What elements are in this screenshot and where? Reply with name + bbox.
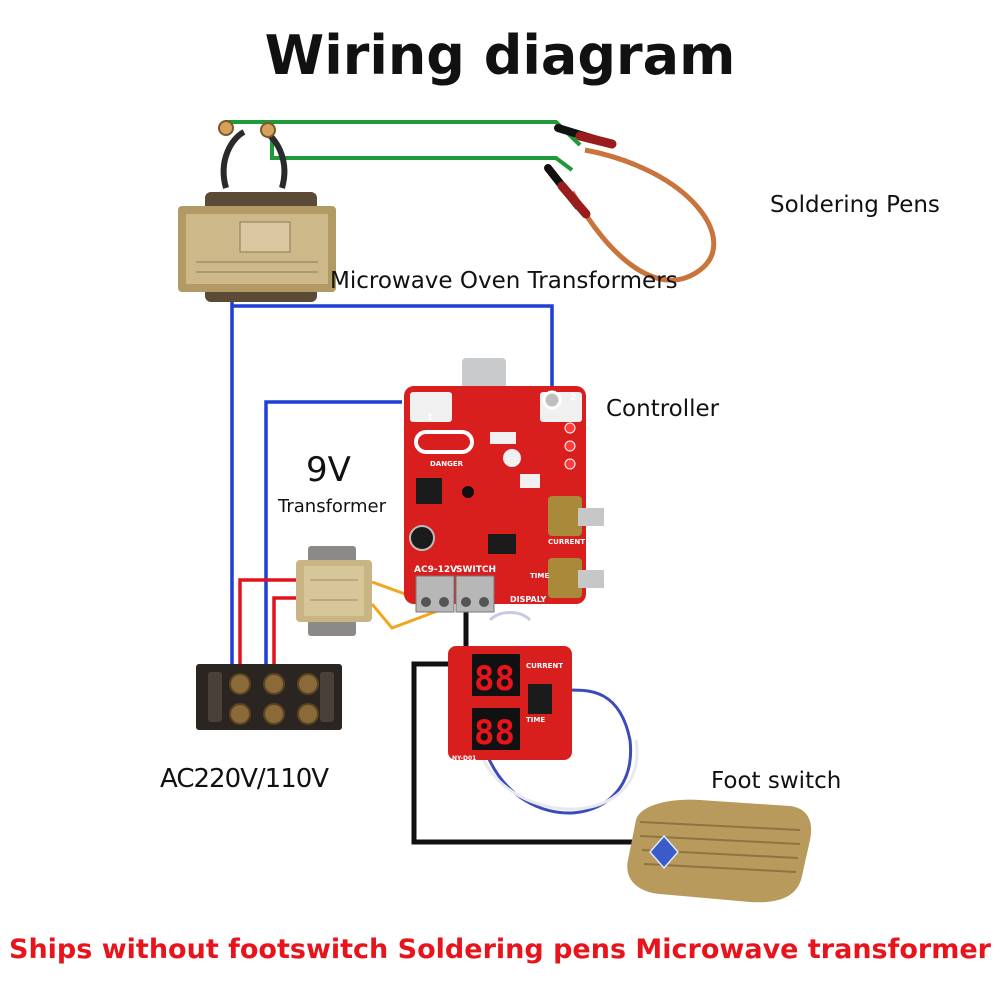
soldering-pens	[544, 124, 617, 219]
ac-supply-label: AC220V/110V	[160, 764, 329, 794]
red-wires	[238, 578, 296, 676]
board-terminal-1: 1	[427, 413, 433, 423]
shipping-note: Ships without footswitch Soldering pens …	[9, 934, 991, 965]
ac-input-label: AC9-12V	[414, 565, 457, 575]
nine-volt-transformer	[296, 546, 372, 636]
display-model-label: NY-D01	[452, 755, 476, 762]
display-current-label: CURRENT	[526, 662, 563, 670]
display-port-label: DISPALY	[510, 595, 547, 604]
terminal-block	[196, 664, 342, 730]
microwave-transformer	[178, 120, 336, 302]
board-danger-label: DANGER	[430, 460, 464, 468]
soldering-pens-label: Soldering Pens	[770, 192, 940, 218]
time-readout: 88	[474, 713, 515, 753]
controller-label: Controller	[606, 396, 720, 422]
current-readout: 88	[474, 659, 515, 699]
status-leds	[564, 422, 576, 470]
display-time-label: TIME	[526, 716, 545, 724]
time-knob-label: TIME	[530, 572, 549, 580]
board-terminal-2: 2	[570, 393, 576, 403]
nine-volt-transformer-label: Transformer	[278, 496, 387, 517]
current-knob-label: CURRENT	[548, 538, 585, 546]
display-board: 88 88 CURRENT TIME NY-D01	[448, 646, 572, 762]
current-knob[interactable]: CURRENT	[548, 496, 604, 546]
nine-volt-label: 9V	[306, 450, 351, 490]
switch-label: SWITCH	[456, 565, 496, 575]
pen-cable	[569, 147, 717, 283]
ribbon-cable	[478, 611, 639, 815]
foot-switch[interactable]	[627, 799, 812, 903]
controller-board: 1 2 DANGER CURRENT TIME	[404, 358, 604, 613]
time-knob[interactable]: TIME	[530, 558, 604, 598]
blue-wires	[230, 300, 554, 676]
foot-switch-label: Foot switch	[711, 768, 842, 794]
microwave-transformers-label: Microwave Oven Transformers	[330, 268, 678, 294]
diagram-title: Wiring diagram	[264, 24, 736, 87]
